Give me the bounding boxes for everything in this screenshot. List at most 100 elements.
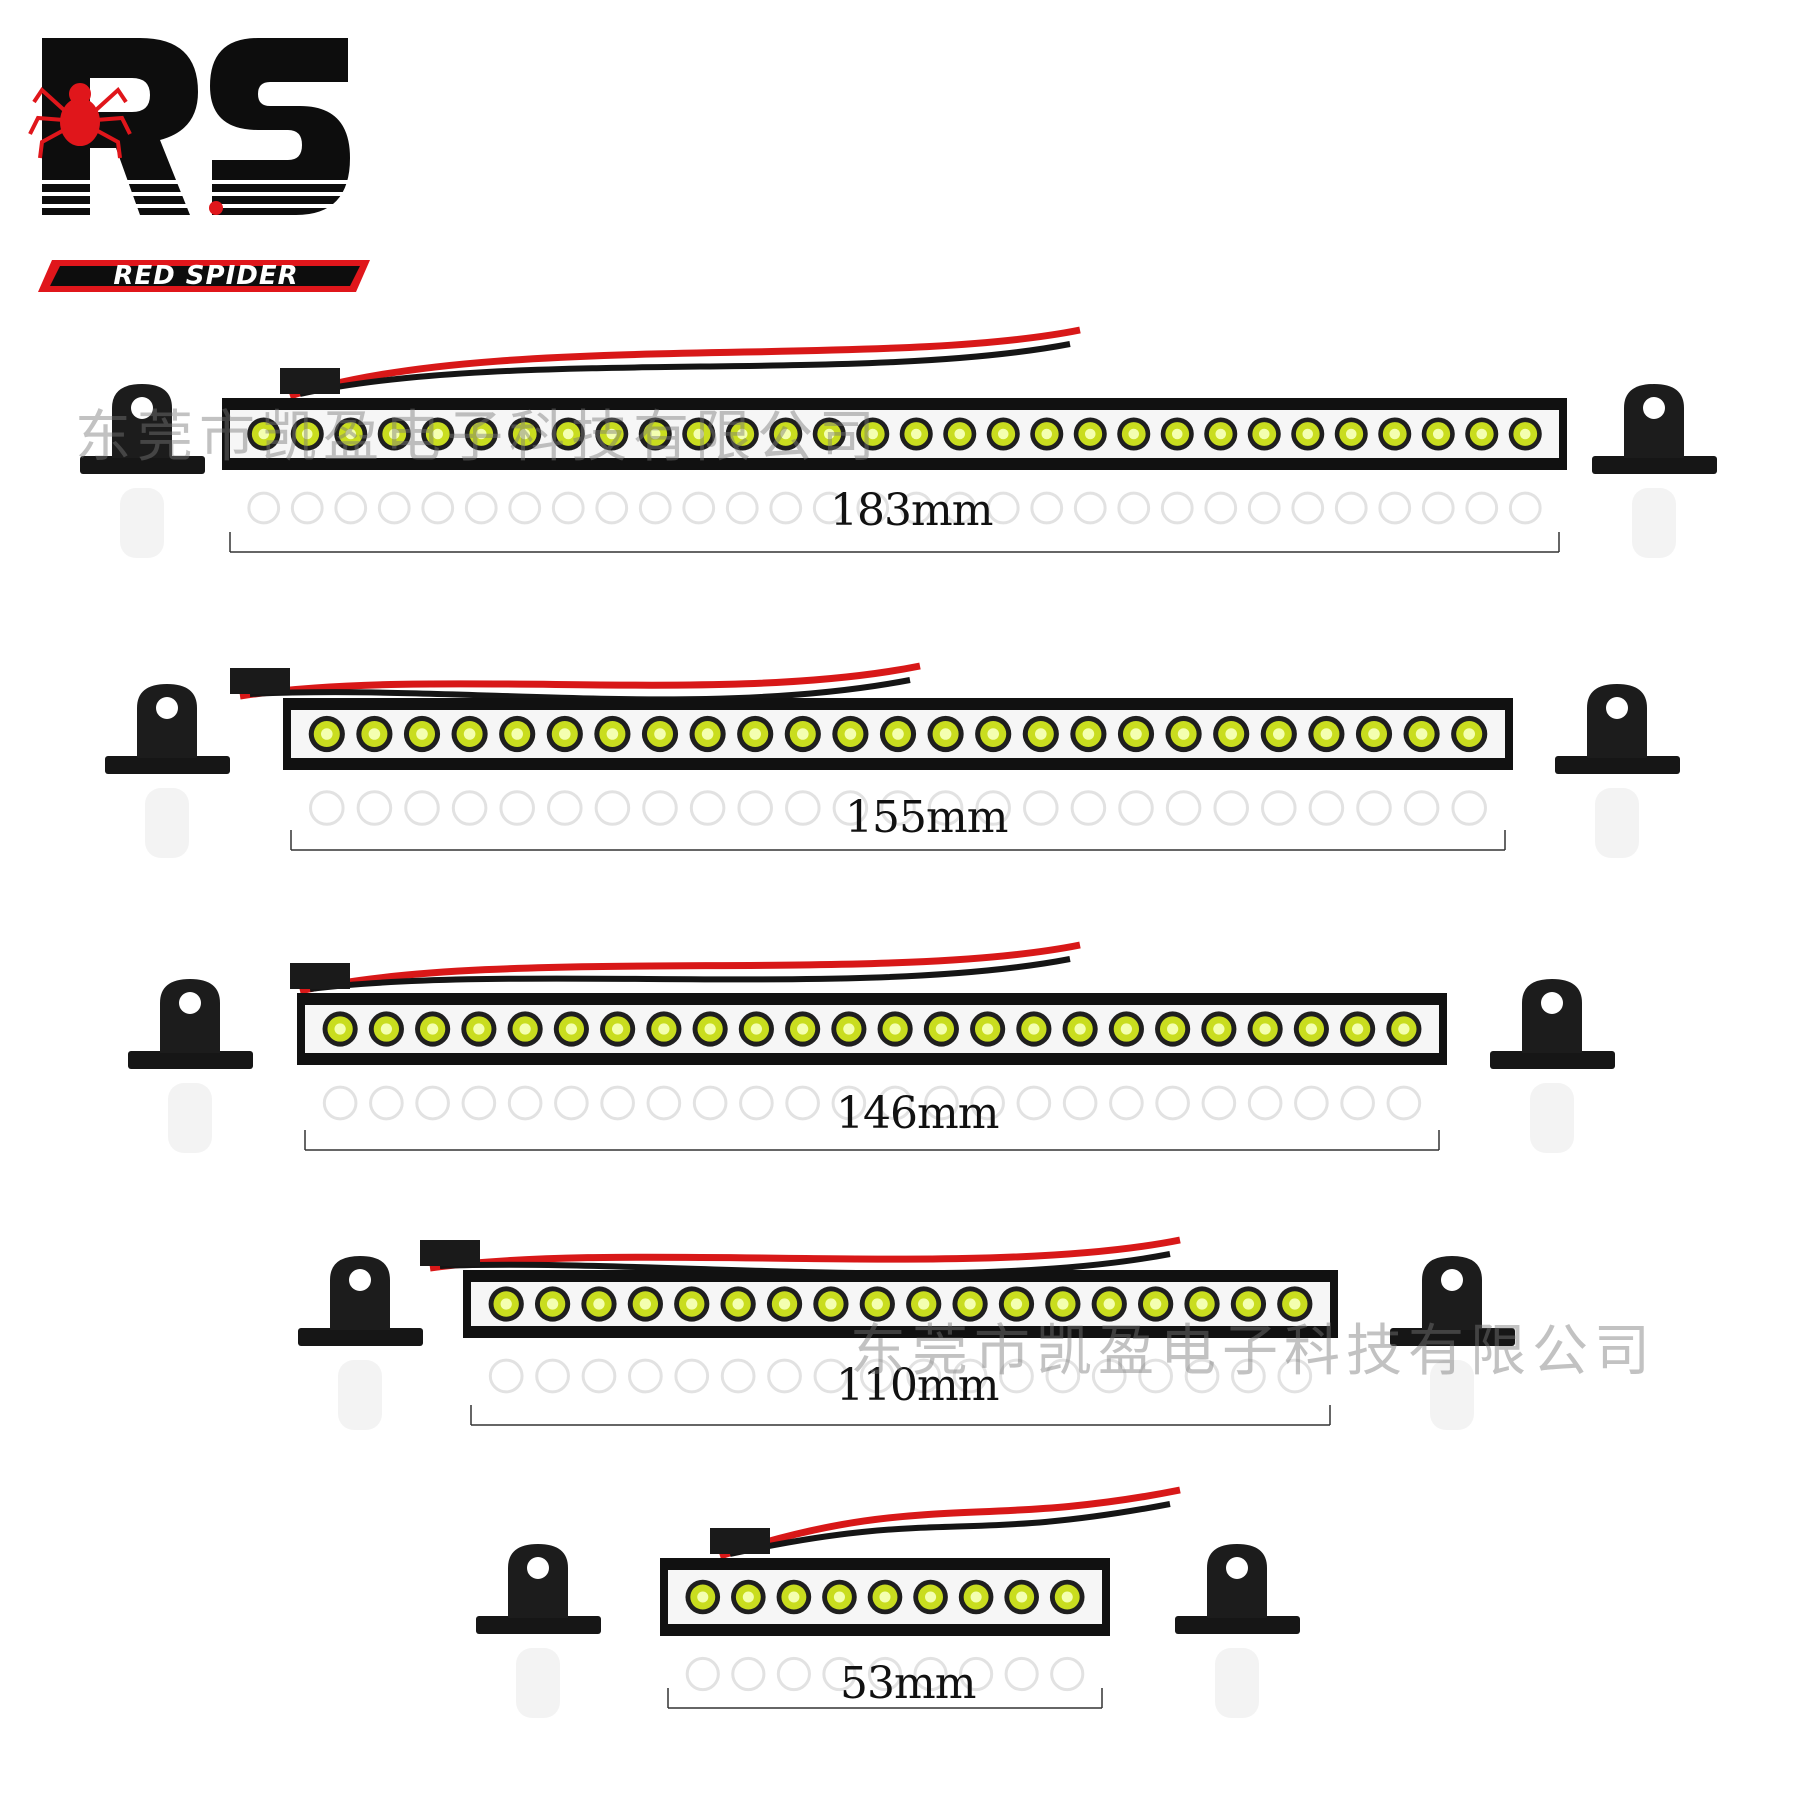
led-reflection bbox=[594, 790, 631, 826]
led-reflection bbox=[1109, 1085, 1144, 1121]
led-emitter-center bbox=[639, 1298, 652, 1310]
led-emitter-center bbox=[987, 728, 999, 740]
led-emitter-center bbox=[879, 1591, 891, 1603]
light-bar-183mm-graphic bbox=[80, 326, 1717, 558]
led-reflection bbox=[595, 491, 629, 525]
led-reflection bbox=[975, 790, 1011, 826]
led-reflection bbox=[247, 491, 281, 525]
led-emitter-center bbox=[925, 1591, 937, 1603]
rs-monogram-logo: RED SPIDER bbox=[28, 38, 370, 292]
led-emitter-center bbox=[1476, 428, 1488, 440]
wire-black bbox=[729, 1501, 1171, 1557]
mounting-bracket bbox=[105, 684, 230, 858]
led-reflection bbox=[1340, 1085, 1375, 1121]
led-reflection bbox=[859, 1358, 895, 1394]
led-emitter-center bbox=[654, 728, 666, 740]
led-reflection bbox=[1378, 491, 1412, 525]
led-reflection bbox=[1184, 1358, 1220, 1394]
servo-connector bbox=[420, 1240, 480, 1266]
led-reflection bbox=[499, 790, 535, 826]
led-emitter-center bbox=[1010, 1298, 1023, 1310]
led-reflection bbox=[785, 790, 821, 826]
length-label: 53mm bbox=[840, 1658, 976, 1709]
light-bar-110mm-graphic bbox=[298, 1236, 1515, 1430]
led-emitter-center bbox=[1149, 1298, 1162, 1310]
mounting-bracket bbox=[1490, 979, 1615, 1153]
led-reflection bbox=[369, 1085, 404, 1121]
led-emitter-center bbox=[1167, 1023, 1179, 1035]
led-reflection bbox=[638, 491, 672, 525]
led-reflection bbox=[999, 1358, 1034, 1394]
led-reflection bbox=[290, 491, 324, 525]
led-emitter-center bbox=[697, 1591, 709, 1603]
led-emitter-center bbox=[1084, 428, 1096, 440]
led-reflection bbox=[970, 1085, 1005, 1121]
servo-connector bbox=[230, 668, 290, 694]
led-emitter-center bbox=[1415, 728, 1428, 740]
led-emitter-center bbox=[463, 728, 476, 740]
mounting-bracket bbox=[1390, 1256, 1515, 1430]
led-emitter-center bbox=[500, 1298, 512, 1310]
led-reflection bbox=[627, 1358, 663, 1394]
led-emitter-center bbox=[1074, 1023, 1086, 1035]
led-reflection bbox=[451, 790, 488, 826]
led-reflection bbox=[642, 790, 678, 826]
mounting-bracket bbox=[476, 1544, 601, 1718]
led-emitter-center bbox=[1061, 1591, 1073, 1603]
led-emitter-center bbox=[871, 1298, 883, 1310]
wire-red bbox=[239, 662, 921, 700]
led-reflection bbox=[674, 1358, 710, 1394]
led-reflection bbox=[952, 1358, 988, 1394]
led-reflection bbox=[685, 1656, 720, 1692]
watermark-top: 东莞市凯盈电子科技有限公司 bbox=[75, 405, 881, 470]
length-label: 110mm bbox=[836, 1360, 999, 1411]
led-emitter-center bbox=[843, 1023, 855, 1035]
led-emitter-center bbox=[1320, 728, 1333, 740]
led-emitter-center bbox=[732, 1298, 744, 1310]
led-emitter-center bbox=[368, 728, 381, 740]
led-reflection bbox=[1050, 1656, 1085, 1692]
led-emitter-center bbox=[833, 1591, 845, 1603]
led-reflection bbox=[1062, 1085, 1098, 1121]
led-emitter-center bbox=[1177, 728, 1190, 740]
led-reflection bbox=[812, 491, 846, 525]
led-emitter-center bbox=[1432, 428, 1444, 440]
led-reflection bbox=[1016, 1085, 1052, 1121]
led-emitter-center bbox=[649, 428, 661, 440]
led-reflection bbox=[551, 491, 585, 525]
mounting-bracket bbox=[128, 979, 253, 1153]
led-emitter-center bbox=[559, 728, 571, 740]
led-reflection bbox=[880, 790, 916, 826]
led-emitter-center bbox=[258, 428, 270, 440]
led-emitter-center bbox=[1242, 1298, 1255, 1310]
led-reflection bbox=[535, 1358, 570, 1394]
led-emitter-center bbox=[511, 728, 523, 740]
led-reflection bbox=[1073, 491, 1107, 525]
led-reflection bbox=[1294, 1085, 1329, 1121]
light-bar-146mm-graphic bbox=[128, 941, 1615, 1153]
led-emitter-center bbox=[416, 728, 428, 740]
length-label: 183mm bbox=[830, 485, 993, 536]
led-emitter-center bbox=[892, 728, 904, 740]
led-emitter-center bbox=[519, 1023, 531, 1035]
led-reflection bbox=[464, 491, 498, 525]
led-reflection bbox=[1247, 491, 1281, 525]
mounting-bracket bbox=[1175, 1544, 1300, 1718]
led-emitter-center bbox=[749, 728, 761, 740]
light-bar-53mm: 53mm bbox=[0, 1470, 1800, 1720]
led-emitter-center bbox=[704, 1023, 716, 1035]
led-reflection bbox=[731, 1656, 766, 1692]
led-emitter-center bbox=[686, 1298, 698, 1310]
wire-red bbox=[299, 941, 1081, 995]
led-emitter-center bbox=[964, 1298, 976, 1310]
watermark-middle: 东莞市凯盈电子科技有限公司 bbox=[850, 1319, 1656, 1384]
mounting-bracket bbox=[80, 384, 205, 558]
led-reflection bbox=[404, 790, 440, 826]
led-reflection bbox=[867, 1656, 903, 1692]
led-reflection bbox=[1308, 790, 1345, 826]
led-reflection bbox=[959, 1656, 994, 1692]
led-emitter-center bbox=[701, 728, 714, 740]
led-reflection bbox=[913, 1656, 948, 1692]
led-emitter-center bbox=[380, 1023, 392, 1035]
led-reflection bbox=[554, 1085, 589, 1121]
